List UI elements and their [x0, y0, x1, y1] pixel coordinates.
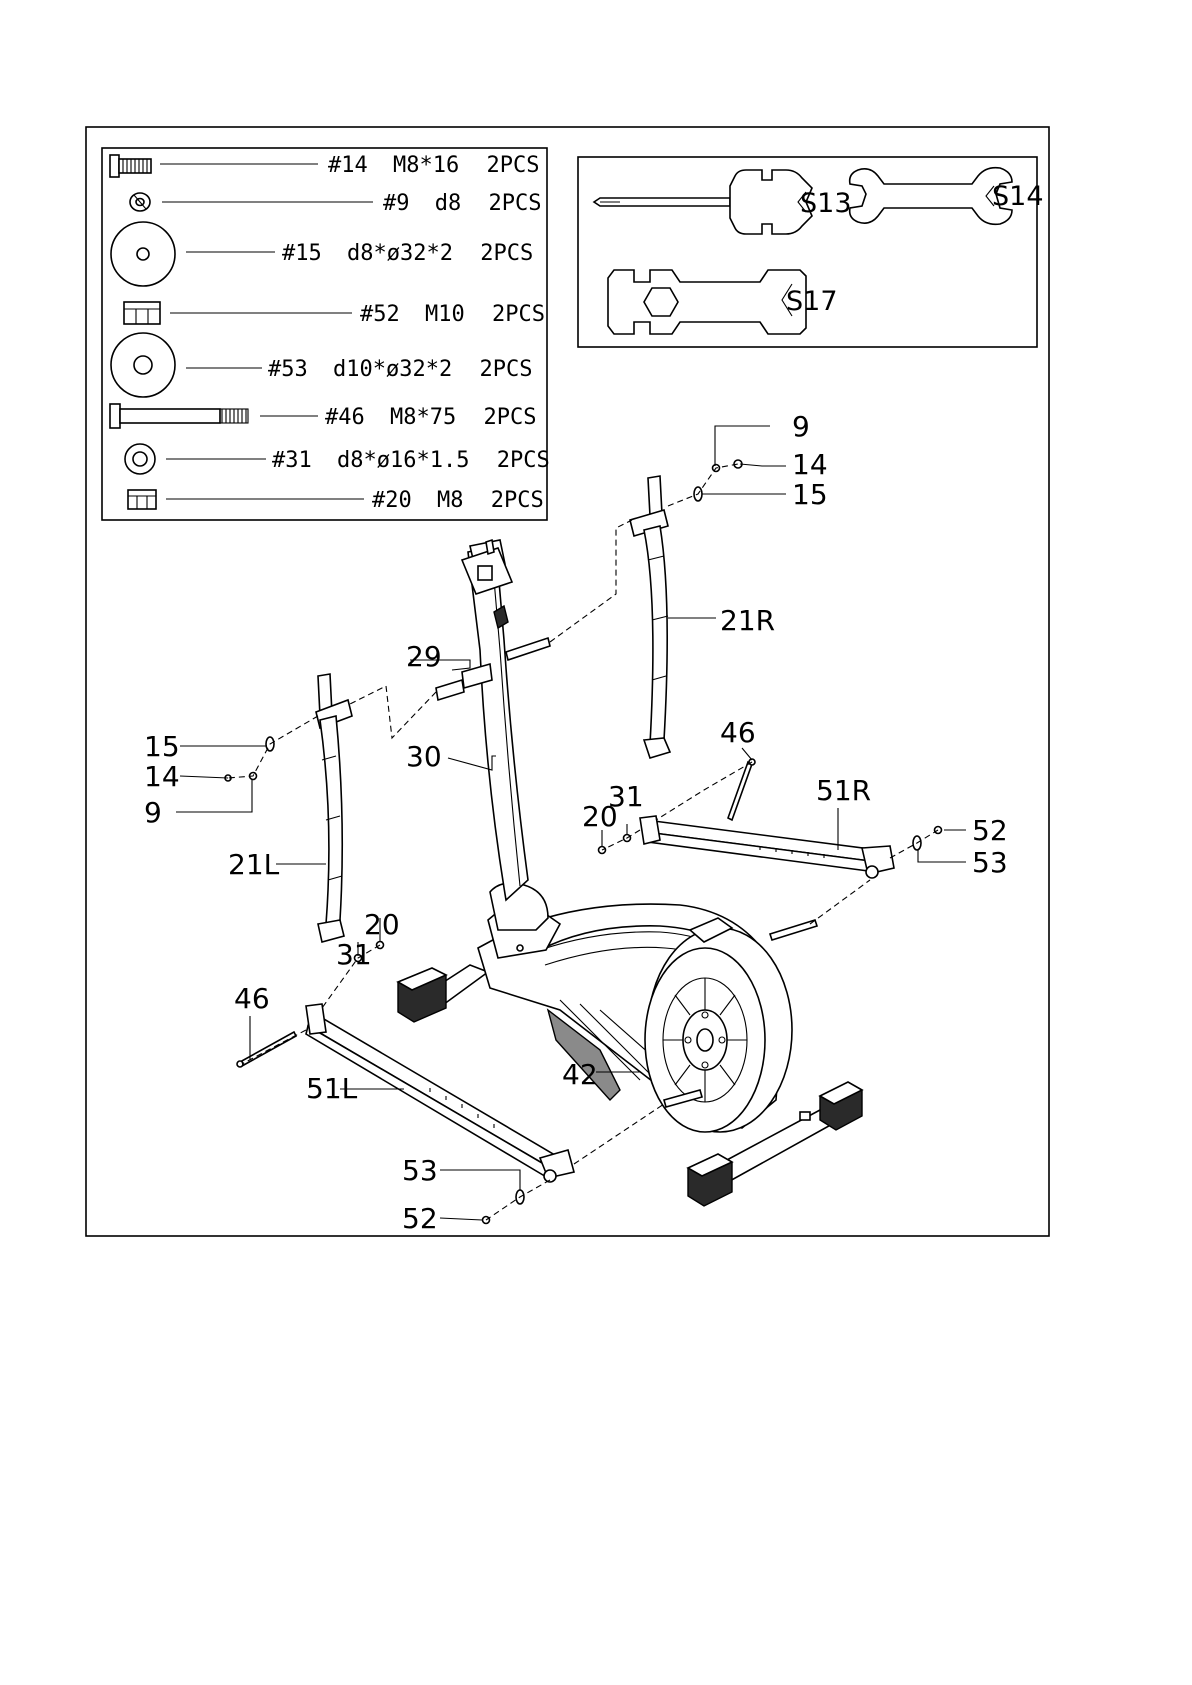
hardware-label: #31 d8*ø16*1.5 2PCS	[272, 448, 550, 473]
console-mast	[462, 540, 528, 900]
callout-52-left: 52	[402, 1202, 438, 1235]
callout-30: 30	[406, 740, 442, 773]
nut-icon	[124, 302, 160, 324]
hardware-spec: d10*ø32*2	[333, 357, 452, 382]
tools-box: S13 S14 S17	[578, 157, 1044, 347]
hardware-label: #15 d8*ø32*2 2PCS	[282, 241, 533, 266]
front-stabilizer	[398, 965, 488, 1022]
hardware-row: #20 M8 2PCS	[128, 488, 544, 513]
hardware-qty: 2PCS	[497, 448, 550, 473]
hardware-label: #14 M8*16 2PCS	[328, 153, 539, 178]
hardware-row: #52 M10 2PCS	[124, 302, 545, 327]
callout-46-right: 46	[720, 716, 756, 749]
elliptical-illustration	[225, 460, 942, 1224]
hardware-label: #52 M10 2PCS	[360, 302, 545, 327]
callout-53-left: 53	[402, 1154, 438, 1187]
callout-15: 15	[792, 478, 828, 511]
callout-51l: 51L	[306, 1072, 358, 1105]
callout-51r: 51R	[816, 774, 871, 807]
hardware-spec: M8*16	[393, 153, 459, 178]
hardware-row: #53 d10*ø32*2 2PCS	[111, 333, 532, 397]
hardware-qty: 2PCS	[486, 153, 539, 178]
hardware-list: #14 M8*16 2PCS #9 d8 2PCS	[102, 148, 550, 520]
callout-52-right: 52	[972, 814, 1008, 847]
hardware-row: #9 d8 2PCS	[130, 191, 541, 216]
callout-29: 29	[406, 640, 442, 673]
hardware-label: #53 d10*ø32*2 2PCS	[268, 357, 532, 382]
hardware-spec: d8	[435, 191, 462, 216]
tool-label-s14: S14	[992, 181, 1044, 212]
hardware-spec: M10	[425, 302, 465, 327]
flat-washer-icon	[125, 444, 155, 474]
combination-wrench-icon	[608, 270, 806, 334]
hardware-number: #9	[383, 191, 410, 216]
hardware-qty: 2PCS	[491, 488, 544, 513]
bolt-long-icon	[110, 404, 248, 428]
callout-14-left: 14	[144, 760, 180, 793]
hardware-row: #15 d8*ø32*2 2PCS	[111, 222, 533, 286]
hardware-row: #31 d8*ø16*1.5 2PCS	[125, 444, 550, 474]
hardware-row: #46 M8*75 2PCS	[110, 404, 536, 430]
hardware-number: #14	[328, 153, 368, 178]
open-end-wrench-icon	[850, 168, 1012, 225]
hardware-spec: M8	[437, 488, 464, 513]
hardware-spec: M8*75	[390, 405, 456, 430]
callout-9-left: 9	[144, 796, 162, 829]
hardware-qty: 2PCS	[492, 302, 545, 327]
hardware-number: #52	[360, 302, 400, 327]
hardware-label: #46 M8*75 2PCS	[325, 405, 536, 430]
callout-31-left: 31	[336, 938, 372, 971]
hardware-label: #20 M8 2PCS	[372, 488, 544, 513]
callout-20-right: 20	[582, 800, 618, 833]
callout-21r: 21R	[720, 604, 775, 637]
callouts: 9 14 15 21R 29 30 15 14 9 21L 46 31 20 5…	[144, 410, 1008, 1235]
callout-42: 42	[562, 1058, 598, 1091]
left-upper-handle	[316, 674, 352, 942]
large-washer-icon	[111, 333, 175, 397]
hardware-spec: d8*ø32*2	[347, 241, 453, 266]
hardware-qty: 2PCS	[483, 405, 536, 430]
callout-9: 9	[792, 410, 810, 443]
large-washer-icon	[111, 222, 175, 286]
right-pedal-arm	[640, 816, 894, 878]
nut-icon	[128, 490, 156, 509]
hardware-row: #14 M8*16 2PCS	[110, 153, 539, 178]
tool-label-s13: S13	[800, 188, 852, 219]
hardware-qty: 2PCS	[479, 357, 532, 382]
callout-20-left: 20	[364, 908, 400, 941]
hardware-label: #9 d8 2PCS	[383, 191, 541, 216]
bolt-short-icon	[110, 155, 151, 177]
hardware-number: #46	[325, 405, 365, 430]
spring-washer-icon	[130, 193, 150, 211]
callout-53-right: 53	[972, 846, 1008, 879]
hardware-spec: d8*ø16*1.5	[337, 448, 469, 473]
hardware-qty: 2PCS	[480, 241, 533, 266]
right-upper-handle	[630, 476, 670, 758]
callout-14: 14	[792, 448, 828, 481]
hardware-qty: 2PCS	[489, 191, 542, 216]
hardware-number: #15	[282, 241, 322, 266]
hardware-number: #20	[372, 488, 412, 513]
tool-label-s17: S17	[786, 286, 838, 317]
callout-46-left: 46	[234, 982, 270, 1015]
callout-21l: 21L	[228, 848, 280, 881]
callout-15-left: 15	[144, 730, 180, 763]
hardware-number: #31	[272, 448, 312, 473]
hardware-number: #53	[268, 357, 308, 382]
screwdriver-wrench-icon	[594, 170, 812, 234]
